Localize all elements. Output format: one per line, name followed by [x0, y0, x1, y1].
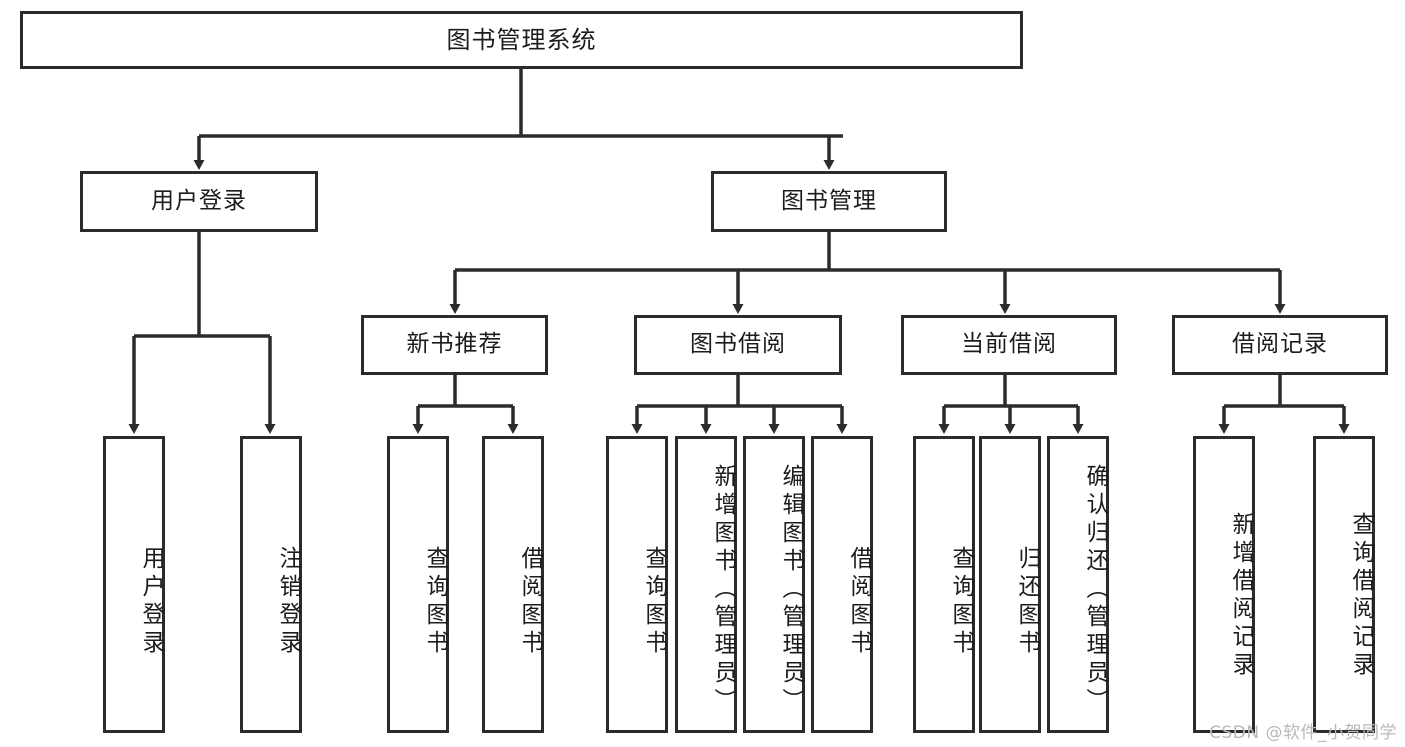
node-borrow-record-label: 借阅记录 [1232, 331, 1328, 358]
leaf-add-record[interactable]: 新增借阅记录 [1193, 436, 1255, 733]
leaf-query-book-1[interactable]: 查询图书 [387, 436, 449, 733]
leaf-query-book-2[interactable]: 查询图书 [606, 436, 668, 733]
leaf-borrow-book-2-label: 借阅图书 [846, 545, 872, 658]
leaf-add-record-label: 新增借阅记录 [1228, 511, 1254, 680]
node-book-manage-label: 图书管理 [781, 187, 877, 214]
node-root[interactable]: 图书管理系统 [20, 11, 1023, 69]
leaf-borrow-book-1-label: 借阅图书 [517, 545, 543, 658]
node-current-borrow[interactable]: 当前借阅 [901, 315, 1117, 375]
leaf-logout[interactable]: 注销登录 [240, 436, 302, 733]
watermark: CSDN @软件_小贺同学 [1209, 723, 1397, 743]
leaf-user-login-label: 用户登录 [138, 545, 164, 658]
leaf-confirm-return-label: 确认归还（管理员） [1082, 463, 1108, 716]
leaf-logout-label: 注销登录 [275, 545, 301, 658]
node-current-borrow-label: 当前借阅 [961, 331, 1057, 358]
leaf-query-record-label: 查询借阅记录 [1348, 511, 1374, 680]
leaf-edit-book[interactable]: 编辑图书（管理员） [743, 436, 805, 733]
node-borrow-record[interactable]: 借阅记录 [1172, 315, 1388, 375]
leaf-add-book-label: 新增图书（管理员） [710, 463, 736, 716]
leaf-query-book-3-label: 查询图书 [948, 545, 974, 658]
leaf-return-book[interactable]: 归还图书 [979, 436, 1041, 733]
node-new-book-rec-label: 新书推荐 [406, 331, 503, 358]
leaf-return-book-label: 归还图书 [1014, 545, 1040, 658]
leaf-query-book-2-label: 查询图书 [641, 545, 667, 658]
leaf-edit-book-label: 编辑图书（管理员） [778, 463, 804, 716]
leaf-confirm-return[interactable]: 确认归还（管理员） [1047, 436, 1109, 733]
leaf-query-book-1-label: 查询图书 [422, 545, 448, 658]
node-book-manage[interactable]: 图书管理 [711, 171, 947, 232]
leaf-borrow-book-1[interactable]: 借阅图书 [482, 436, 544, 733]
node-book-borrow-label: 图书借阅 [690, 331, 786, 358]
node-root-label: 图书管理系统 [446, 25, 597, 54]
leaf-user-login[interactable]: 用户登录 [103, 436, 165, 733]
leaf-add-book[interactable]: 新增图书（管理员） [675, 436, 737, 733]
leaf-borrow-book-2[interactable]: 借阅图书 [811, 436, 873, 733]
node-book-borrow[interactable]: 图书借阅 [634, 315, 842, 375]
leaf-query-record[interactable]: 查询借阅记录 [1313, 436, 1375, 733]
node-user-login-label: 用户登录 [151, 187, 247, 214]
leaf-query-book-3[interactable]: 查询图书 [913, 436, 975, 733]
node-new-book-rec[interactable]: 新书推荐 [361, 315, 548, 375]
node-user-login[interactable]: 用户登录 [80, 171, 318, 232]
